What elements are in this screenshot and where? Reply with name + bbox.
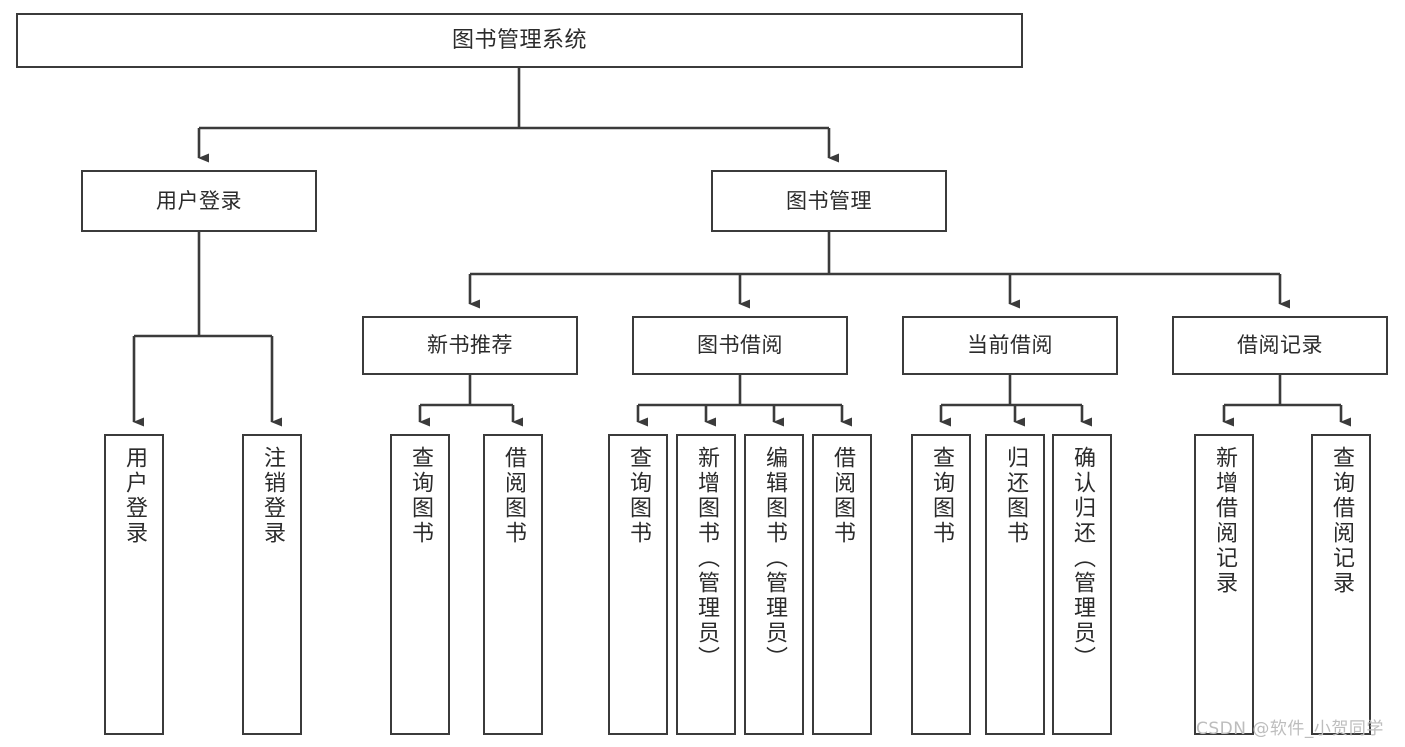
node-book-manage[interactable]: 图书管理 [711, 170, 947, 232]
leaf-query-book-2[interactable]: 查询图书 [608, 434, 668, 735]
leaf-add-record-label: 新增借阅记录 [1212, 446, 1237, 596]
leaf-logout-label: 注销登录 [260, 446, 285, 546]
leaf-query-record[interactable]: 查询借阅记录 [1311, 434, 1371, 735]
node-book-borrow[interactable]: 图书借阅 [632, 316, 848, 375]
leaf-query-book-3-label: 查询图书 [929, 446, 954, 546]
leaf-user-login-label: 用户登录 [122, 446, 147, 546]
leaf-return-book[interactable]: 归还图书 [985, 434, 1045, 735]
leaf-logout[interactable]: 注销登录 [242, 434, 302, 735]
leaf-edit-book-label: 编辑图书（管理员） [762, 446, 787, 671]
node-user-login[interactable]: 用户登录 [81, 170, 317, 232]
leaf-query-book-2-label: 查询图书 [626, 446, 651, 546]
leaf-add-book-label: 新增图书（管理员） [694, 446, 719, 671]
node-new-book-rec-label: 新书推荐 [427, 333, 513, 358]
leaf-confirm-return[interactable]: 确认归还（管理员） [1052, 434, 1112, 735]
node-book-borrow-label: 图书借阅 [697, 333, 783, 358]
leaf-return-book-label: 归还图书 [1003, 446, 1028, 546]
leaf-add-record[interactable]: 新增借阅记录 [1194, 434, 1254, 735]
leaf-edit-book[interactable]: 编辑图书（管理员） [744, 434, 804, 735]
leaf-query-record-label: 查询借阅记录 [1329, 446, 1354, 596]
leaf-borrow-book-2[interactable]: 借阅图书 [812, 434, 872, 735]
leaf-add-book[interactable]: 新增图书（管理员） [676, 434, 736, 735]
node-book-manage-label: 图书管理 [786, 188, 872, 213]
node-borrow-record-label: 借阅记录 [1237, 333, 1323, 358]
node-root[interactable]: 图书管理系统 [16, 13, 1023, 68]
leaf-confirm-return-label: 确认归还（管理员） [1070, 446, 1095, 671]
leaf-query-book-1[interactable]: 查询图书 [390, 434, 450, 735]
node-root-label: 图书管理系统 [451, 27, 587, 53]
node-new-book-rec[interactable]: 新书推荐 [362, 316, 578, 375]
node-borrow-record[interactable]: 借阅记录 [1172, 316, 1388, 375]
node-user-login-label: 用户登录 [156, 188, 242, 213]
leaf-borrow-book-1-label: 借阅图书 [501, 446, 526, 546]
leaf-query-book-1-label: 查询图书 [408, 446, 433, 546]
leaf-borrow-book-1[interactable]: 借阅图书 [483, 434, 543, 735]
csdn-watermark: CSDN @软件_小贺同学 [1196, 719, 1384, 739]
leaf-borrow-book-2-label: 借阅图书 [830, 446, 855, 546]
node-current-borrow-label: 当前借阅 [967, 333, 1053, 358]
leaf-query-book-3[interactable]: 查询图书 [911, 434, 971, 735]
node-current-borrow[interactable]: 当前借阅 [902, 316, 1118, 375]
leaf-user-login[interactable]: 用户登录 [104, 434, 164, 735]
